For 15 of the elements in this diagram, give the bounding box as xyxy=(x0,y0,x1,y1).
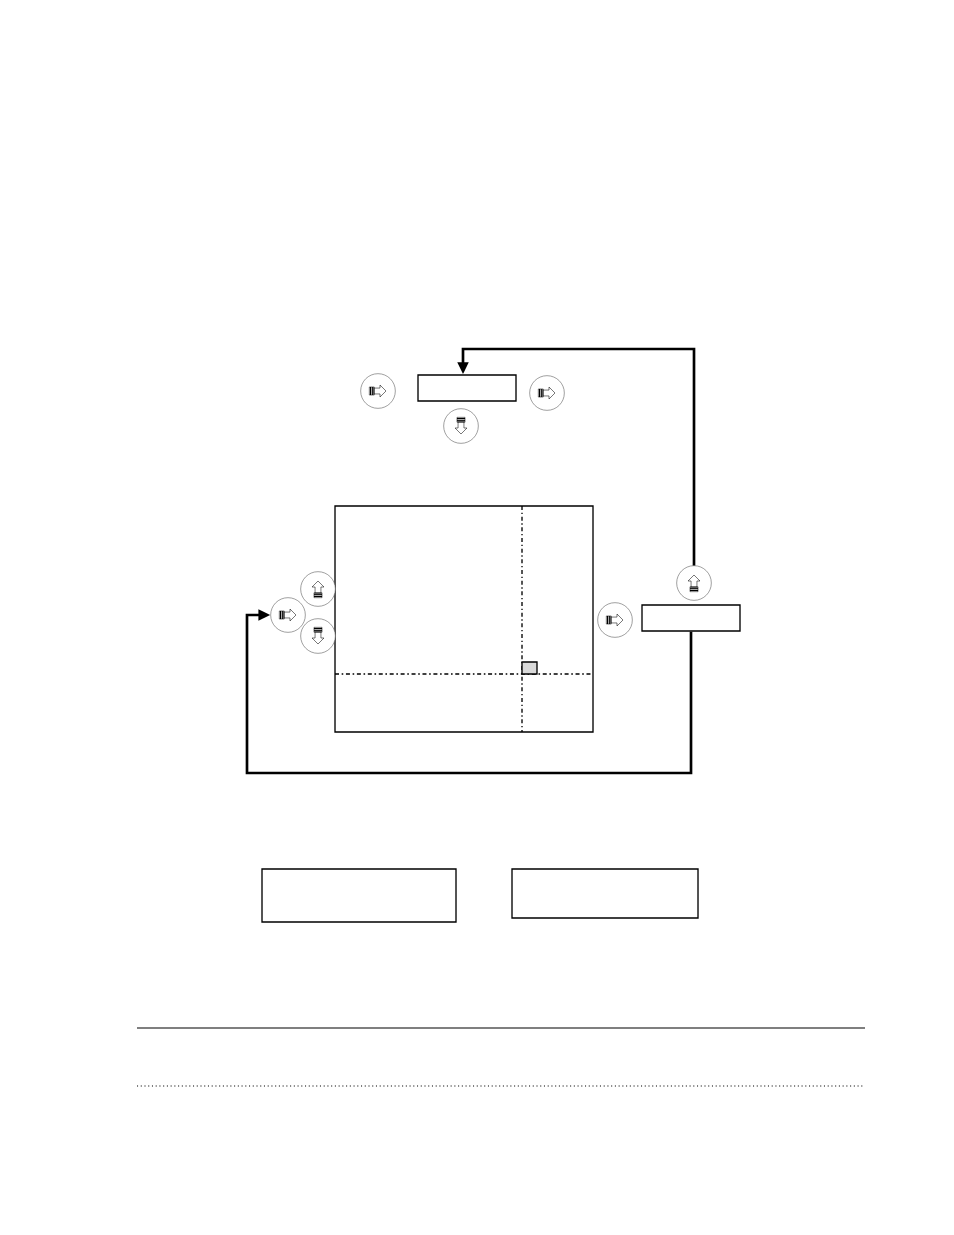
arrow-button xyxy=(597,602,633,638)
arrow-button xyxy=(676,565,712,601)
cursor-square xyxy=(521,661,538,675)
display-box xyxy=(261,868,457,923)
display-box xyxy=(641,604,741,632)
arrow-button xyxy=(360,373,396,409)
display-box xyxy=(511,868,699,919)
arrow-button xyxy=(529,375,565,411)
display-box xyxy=(417,374,517,402)
connector-arrow xyxy=(245,609,693,775)
arrow-button xyxy=(443,408,479,444)
arrow-button xyxy=(300,571,336,607)
screen-frame xyxy=(334,505,594,733)
arrow-button xyxy=(300,618,336,654)
arrow-button xyxy=(270,597,306,633)
